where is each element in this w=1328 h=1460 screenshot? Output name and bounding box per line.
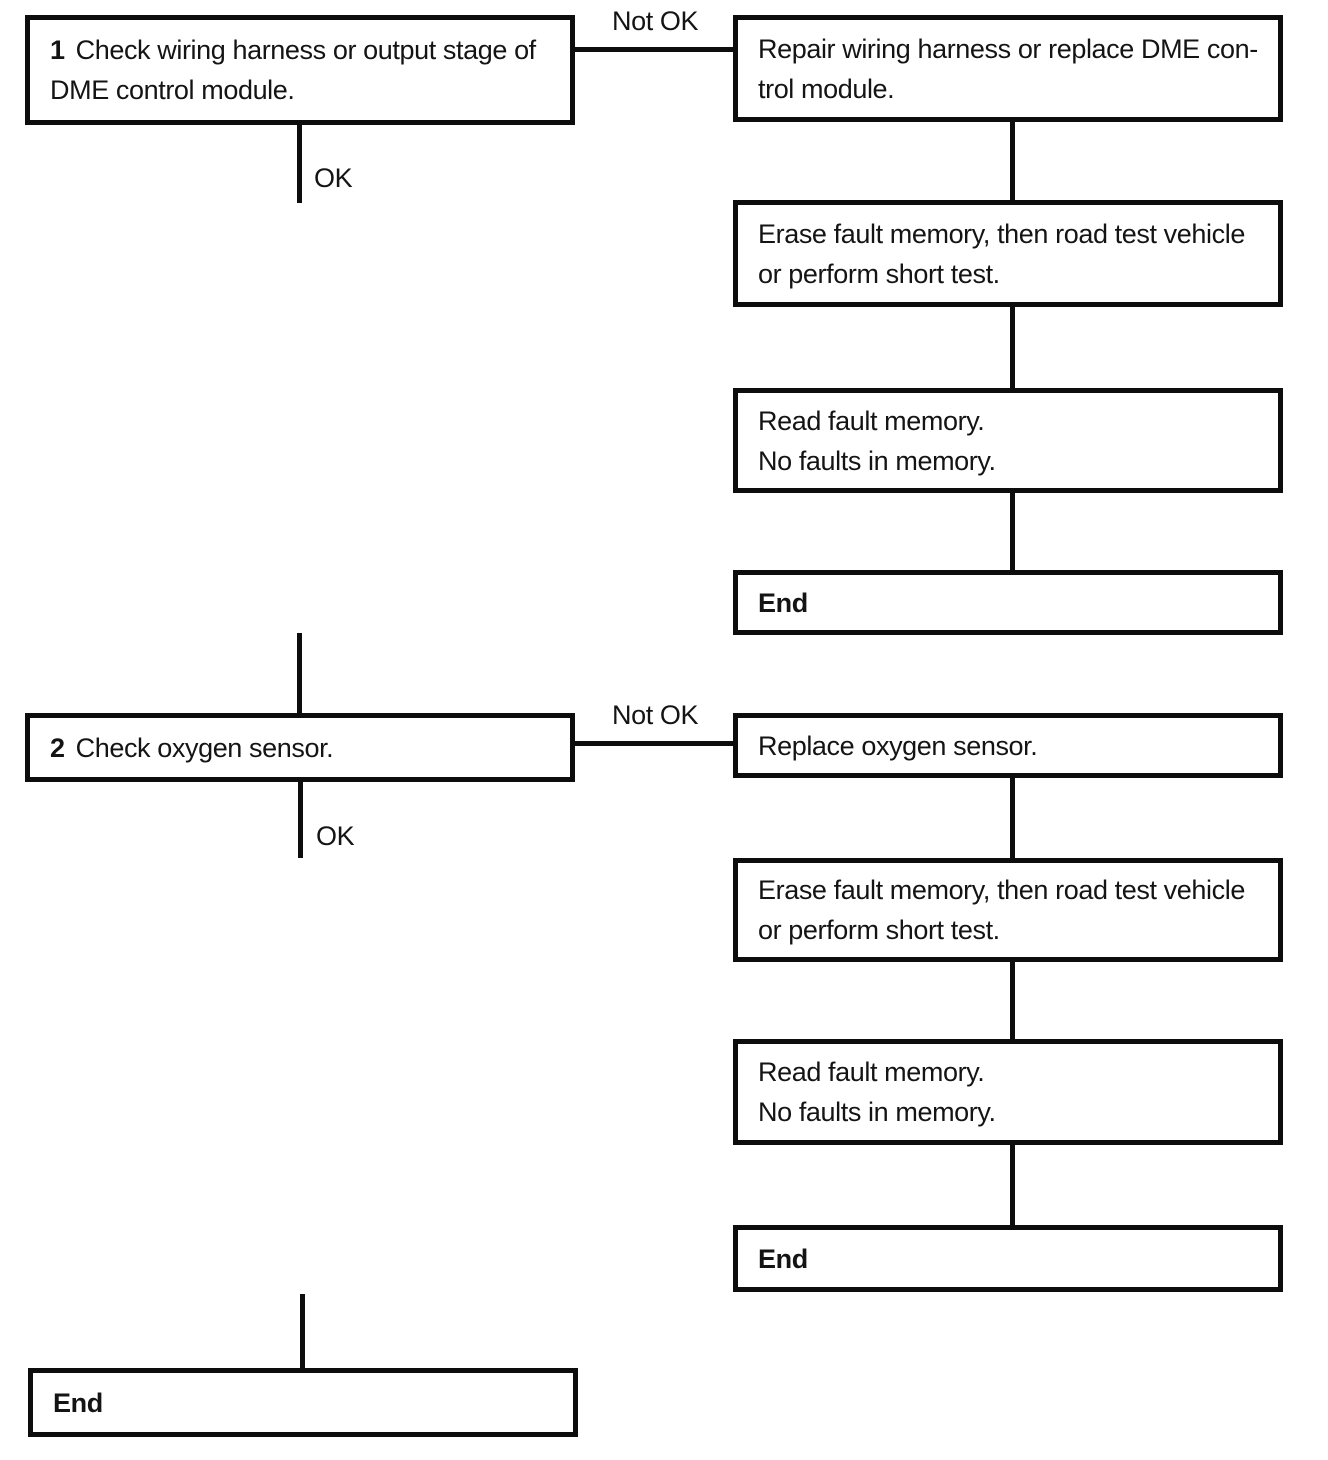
read-fault-memory-box-2: Read fault memory.No faults in memory. — [733, 1039, 1283, 1145]
repair-wiring-harness-text: Repair wiring harness or replace DME con… — [758, 33, 1258, 104]
not-ok-connector-2 — [575, 741, 733, 746]
connector-erase-to-read-1 — [1010, 307, 1015, 388]
read-fault-memory-text-1: Read fault memory.No faults in memory. — [758, 405, 996, 476]
replace-oxygen-sensor-text: Replace oxygen sensor. — [758, 730, 1038, 761]
replace-oxygen-sensor-box: Replace oxygen sensor. — [733, 713, 1283, 778]
repair-wiring-harness-box: Repair wiring harness or replace DME con… — [733, 15, 1283, 122]
connector-read-to-end-2 — [1010, 1145, 1015, 1225]
connector-erase-to-read-2 — [1010, 962, 1015, 1039]
erase-fault-memory-box-2: Erase fault memory, then road test vehic… — [733, 858, 1283, 962]
end-box-right-2: End — [733, 1225, 1283, 1292]
erase-fault-memory-text-1: Erase fault memory, then road test vehic… — [758, 218, 1245, 289]
end-label-right-2: End — [758, 1243, 808, 1274]
end-box-right-1: End — [733, 570, 1283, 635]
ok-label-1: OK — [314, 163, 353, 193]
not-ok-connector-1 — [575, 47, 733, 52]
erase-fault-memory-text-2: Erase fault memory, then road test vehic… — [758, 875, 1245, 945]
step-2-number: 2 — [50, 732, 65, 763]
not-ok-label-2: Not OK — [612, 700, 699, 730]
ok-connector-1 — [297, 125, 302, 203]
end-label-final: End — [53, 1387, 103, 1418]
connector-to-final-end — [300, 1294, 305, 1368]
step-1-number: 1 — [50, 35, 65, 65]
not-ok-label-1: Not OK — [612, 6, 699, 36]
end-label-right-1: End — [758, 587, 808, 618]
connector-replace-to-erase — [1010, 778, 1015, 858]
connector-repair-to-erase — [1010, 122, 1015, 200]
ok-connector-2 — [298, 782, 303, 858]
step-2-text: 2 Check oxygen sensor. — [50, 728, 550, 768]
read-fault-memory-text-2: Read fault memory.No faults in memory. — [758, 1057, 996, 1127]
step-2-lines: Check oxygen sensor. — [75, 732, 334, 763]
erase-fault-memory-box-1: Erase fault memory, then road test vehic… — [733, 200, 1283, 307]
ok-label-2: OK — [316, 821, 355, 851]
step-2-check-oxygen-sensor-box: 2 Check oxygen sensor. — [25, 713, 575, 782]
connector-read-to-end-1 — [1010, 493, 1015, 570]
connector-to-step-2 — [297, 633, 302, 713]
end-box-final: End — [28, 1368, 578, 1437]
read-fault-memory-box-1: Read fault memory.No faults in memory. — [733, 388, 1283, 493]
